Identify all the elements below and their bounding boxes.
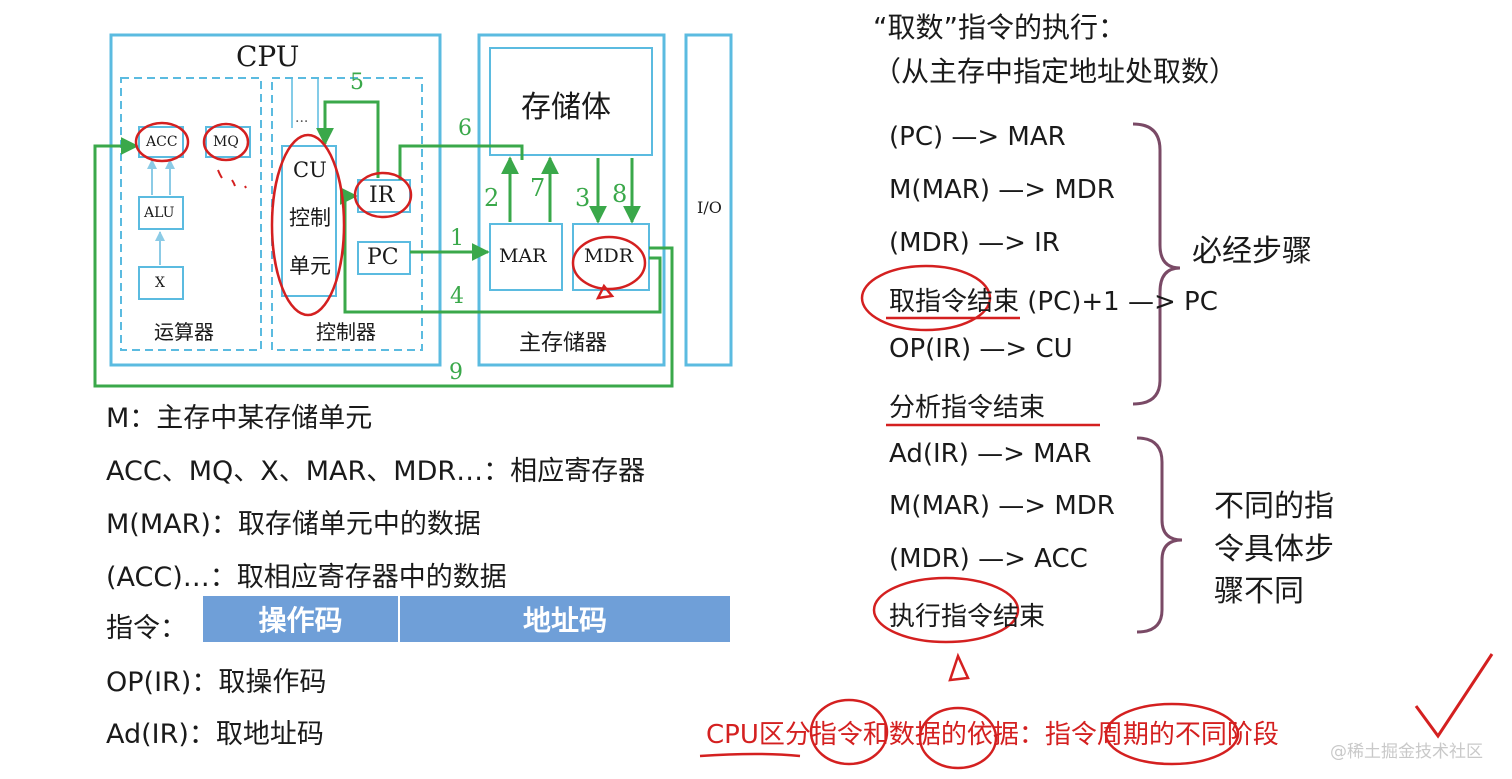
alu-label: ALU	[144, 205, 175, 221]
memory-section-label: 主存储器	[519, 331, 608, 356]
pc-register	[357, 241, 411, 275]
cu-label-line1: CU	[293, 158, 327, 182]
specific-step-4: 执行指令结束	[889, 602, 1046, 632]
ir-register	[357, 179, 411, 213]
mq-label: MQ	[213, 134, 239, 150]
main-memory-box	[477, 33, 666, 367]
x-label: X	[155, 275, 165, 291]
legend-line-registers: ACC、MQ、X、MAR、MDR…：相应寄存器	[106, 456, 646, 487]
legend-line-m: M：主存中某存储单元	[106, 403, 373, 434]
path-9	[93, 137, 674, 388]
specific-step-3: (MDR) —> ACC	[889, 544, 1088, 574]
legend-line-ad: Ad(IR)：取地址码	[106, 719, 324, 750]
acc-register	[138, 126, 184, 158]
storage-body-box	[489, 47, 653, 156]
ir-stack-ellipsis: ...	[295, 110, 309, 126]
path-number-7: 7	[530, 174, 546, 202]
alu-section	[120, 77, 262, 351]
path-number-6: 6	[458, 116, 472, 141]
path-number-2: 2	[484, 184, 500, 212]
path-5	[316, 100, 380, 178]
legend-line-op: OP(IR)：取操作码	[106, 667, 327, 698]
specific-step-1: Ad(IR) —> MAR	[889, 439, 1092, 469]
path-6	[398, 144, 524, 180]
cu-label-line3: 单元	[289, 254, 331, 278]
io-box	[684, 33, 733, 367]
path-number-3: 3	[575, 184, 591, 212]
instruction-format-table: 操作码 地址码	[203, 596, 730, 642]
path-number-1: 1	[450, 226, 464, 251]
opcode-cell: 操作码	[203, 596, 400, 642]
path-number-4: 4	[450, 284, 464, 309]
path-number-8: 8	[612, 180, 628, 208]
mar-register	[489, 223, 563, 291]
specific-label-line3: 骤不同	[1214, 574, 1304, 609]
fetch-subtitle: （从主存中指定地址处取数）	[873, 55, 1238, 88]
mdr-label: MDR	[584, 245, 633, 267]
address-code-cell: 地址码	[522, 604, 607, 637]
common-steps-label: 必经步骤	[1192, 234, 1312, 269]
watermark: @稀土掘金技术社区	[1330, 742, 1483, 762]
common-step-6: 分析指令结束	[889, 393, 1046, 423]
cpu-label: CPU	[236, 40, 300, 73]
x-register	[138, 266, 184, 300]
acc-label: ACC	[146, 134, 178, 150]
specific-label-line2: 令具体步	[1214, 532, 1334, 567]
fetch-title: “取数”指令的执行：	[873, 11, 1127, 44]
common-steps-brace	[1132, 122, 1181, 406]
io-label: I/O	[697, 198, 722, 217]
legend-line-acc: (ACC)…：取相应寄存器中的数据	[106, 562, 507, 593]
common-step-4: 取指令结束 (PC)+1 —> PC	[889, 287, 1218, 317]
instruction-data-distinction-note: CPU区分指令和数据的依据：指令周期的不同阶段	[706, 720, 1279, 750]
ir-label: IR	[369, 183, 395, 208]
pc-label: PC	[367, 245, 399, 270]
cpu-box	[109, 33, 442, 367]
control-section-label: 控制器	[316, 320, 376, 344]
mar-label: MAR	[499, 245, 547, 267]
legend-instruction-label: 指令：	[106, 613, 187, 644]
storage-body-label: 存储体	[521, 90, 611, 125]
path-number-5: 5	[350, 70, 364, 95]
common-step-5: OP(IR) —> CU	[889, 334, 1073, 364]
alu-section-label: 运算器	[154, 320, 214, 344]
path-4	[339, 187, 662, 314]
legend-line-mmar: M(MAR)：取存储单元中的数据	[106, 509, 481, 540]
specific-step-2: M(MAR) —> MDR	[889, 491, 1115, 521]
common-step-1: (PC) —> MAR	[889, 122, 1066, 152]
specific-steps-brace	[1136, 436, 1183, 634]
common-step-2: M(MAR) —> MDR	[889, 175, 1115, 205]
specific-label-line1: 不同的指	[1214, 489, 1334, 524]
common-step-3: (MDR) —> IR	[889, 228, 1060, 258]
path-number-9: 9	[449, 360, 463, 385]
cu-unit	[281, 145, 337, 297]
alu-unit	[138, 196, 184, 230]
cu-label-line2: 控制	[289, 206, 331, 230]
